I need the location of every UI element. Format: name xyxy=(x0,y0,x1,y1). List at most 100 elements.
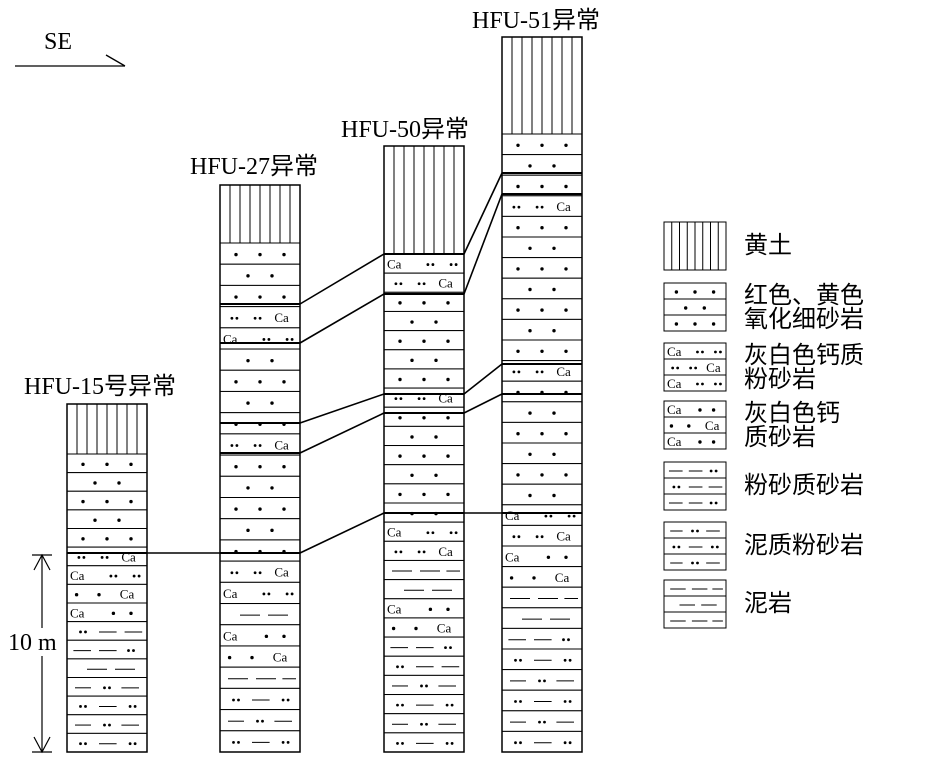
layer-ca-silt: Ca xyxy=(219,306,301,329)
layer-muddy-silt xyxy=(66,714,148,734)
layer-red xyxy=(501,421,583,444)
correlation-line xyxy=(299,253,385,305)
layer-red xyxy=(66,509,148,529)
ca-symbol: Ca xyxy=(437,621,452,636)
layer-red xyxy=(501,318,583,341)
layer-red xyxy=(219,242,301,265)
layer-ca-silt: Ca xyxy=(501,524,583,547)
layer-mudstone xyxy=(501,586,583,609)
layer-muddy-silt xyxy=(501,669,583,691)
layer-red xyxy=(501,215,583,238)
layer-red xyxy=(501,442,583,465)
layer-muddy-silt xyxy=(219,687,301,711)
layer-red xyxy=(383,330,465,351)
layer-ca-silt: Ca xyxy=(66,565,148,585)
layer-red xyxy=(219,348,301,371)
layer-red xyxy=(219,475,301,498)
ca-symbol: Ca xyxy=(705,418,720,433)
ca-symbol: Ca xyxy=(387,601,402,616)
scale-label-bg xyxy=(8,628,64,656)
layer-ca-silt: Ca xyxy=(219,581,301,605)
ca-symbol: Ca xyxy=(505,549,520,564)
correlation-line xyxy=(299,412,385,454)
layer-ca-silt: Ca xyxy=(383,521,465,542)
ca-symbol: Ca xyxy=(667,434,682,449)
layer-ca-silt: Ca xyxy=(383,387,465,408)
legend-item-muddy-silt: 泥质粉砂岩 xyxy=(663,521,864,571)
correlation-line xyxy=(463,193,503,295)
layer-ca-sand: Ca xyxy=(219,645,301,668)
layer-ca-silt: Ca xyxy=(383,540,465,561)
ca-symbol: Ca xyxy=(274,310,289,325)
layer-mudstone xyxy=(66,658,148,678)
correlation-line xyxy=(299,293,385,344)
layer-ca-sand: Ca xyxy=(383,617,465,638)
legend-label: 泥岩 xyxy=(744,590,792,617)
ca-symbol: Ca xyxy=(121,549,136,564)
correlation-line xyxy=(299,393,385,424)
layer-red xyxy=(383,483,465,504)
layer-muddy-silt xyxy=(501,648,583,671)
ca-symbol: Ca xyxy=(387,525,402,540)
layer-red xyxy=(383,406,465,427)
legend-label: 黄土 xyxy=(744,232,792,259)
legend-label: 氧化细砂岩 xyxy=(744,306,864,333)
correlation-line xyxy=(463,172,503,255)
layer-red xyxy=(501,463,583,485)
column-label-hfu-50: HFU-50异常 xyxy=(341,116,469,143)
layer-red xyxy=(66,528,148,548)
ca-symbol: Ca xyxy=(438,544,453,559)
layer-red xyxy=(501,380,583,403)
layer-muddy-silt xyxy=(501,710,583,732)
legend: 黄土红色、黄色氧化细砂岩CaCaCa灰白色钙质粉砂岩CaCaCa灰白色钙质砂岩粉… xyxy=(663,221,864,629)
layer-red xyxy=(219,518,301,541)
correlation-line xyxy=(463,363,503,395)
scale-label: 10 m xyxy=(8,630,57,656)
layer-mudstone xyxy=(383,559,465,581)
layer-red xyxy=(501,174,583,197)
ca-symbol: Ca xyxy=(556,529,571,544)
ca-symbol: Ca xyxy=(706,360,721,375)
legend-label: 灰白色钙质 xyxy=(744,342,864,369)
ca-symbol: Ca xyxy=(667,376,682,391)
layer-red xyxy=(501,401,583,423)
layer-red xyxy=(501,298,583,320)
ca-symbol: Ca xyxy=(70,605,85,620)
layer-silty-sand xyxy=(501,627,583,650)
ca-symbol: Ca xyxy=(120,587,135,602)
legend-label: 红色、黄色 xyxy=(744,282,864,309)
column-label-hfu-27: HFU-27异常 xyxy=(190,153,318,180)
layer-red xyxy=(501,277,583,300)
legend-label: 灰白色钙 xyxy=(744,400,840,427)
layer-ca-sand: Ca xyxy=(66,583,148,604)
layer-ca-silt: Ca xyxy=(66,546,148,567)
ca-symbol: Ca xyxy=(438,276,453,291)
ca-symbol: Ca xyxy=(223,331,238,346)
correlation-line xyxy=(463,393,503,414)
ca-symbol: Ca xyxy=(70,568,85,583)
layer-ca-silt: Ca xyxy=(501,195,583,217)
layer-muddy-silt xyxy=(383,713,465,734)
direction-arrow xyxy=(15,54,126,67)
direction-label: SE xyxy=(44,29,72,55)
layer-loess xyxy=(501,36,583,135)
layer-muddy-silt xyxy=(66,732,148,753)
legend-item-mudstone: 泥岩 xyxy=(663,579,792,629)
layer-red xyxy=(219,390,301,414)
layer-mudstone xyxy=(501,607,583,629)
layer-ca-sand: Ca xyxy=(219,624,301,647)
layer-red xyxy=(383,445,465,466)
layer-silty-sand xyxy=(383,655,465,676)
legend-label: 泥质粉砂岩 xyxy=(744,532,864,559)
layer-ca-silt: Ca xyxy=(219,327,301,350)
layer-ca-sand: Ca xyxy=(501,566,583,588)
layer-mudstone xyxy=(383,579,465,600)
layer-muddy-silt xyxy=(66,695,148,716)
